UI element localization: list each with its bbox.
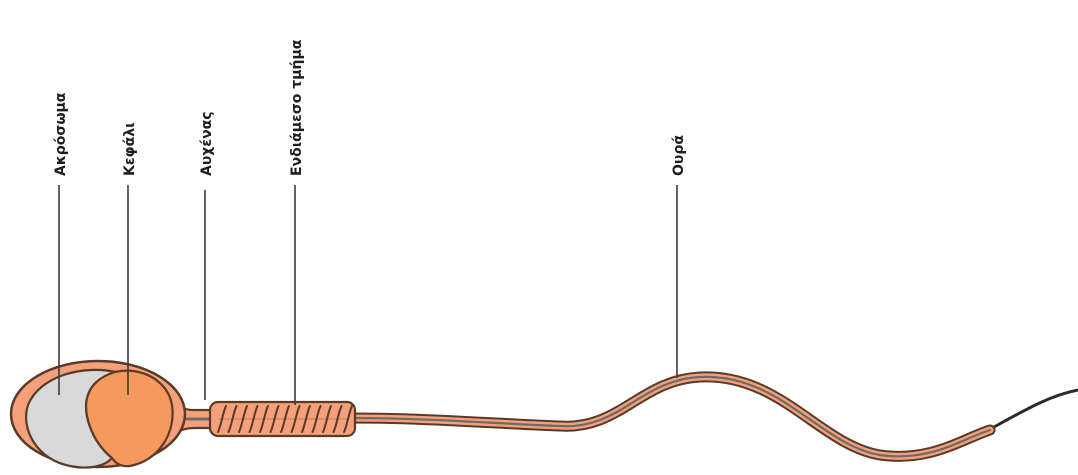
midpiece-label: Ενδιάμεσο τμήμα [289, 39, 305, 176]
tail-tip [985, 390, 1078, 432]
tail-outline [350, 377, 990, 457]
neck-label: Αυχένας [199, 111, 215, 176]
tail-label: Ουρά [671, 135, 687, 176]
head-label: Κεφάλι [122, 122, 138, 176]
acrosome-label: Ακρόσωμα [53, 92, 69, 176]
midpiece [210, 402, 355, 436]
tail [350, 377, 1078, 457]
head [11, 361, 185, 468]
